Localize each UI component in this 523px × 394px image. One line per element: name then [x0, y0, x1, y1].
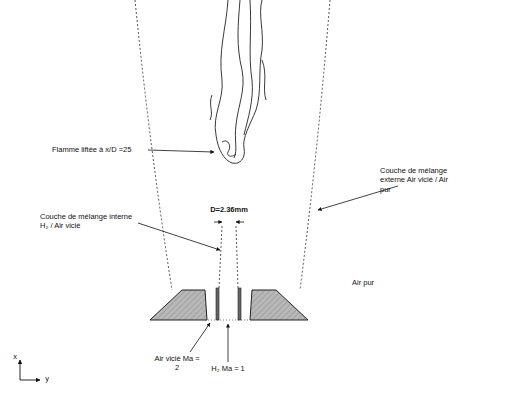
axes [20, 360, 40, 380]
outer-layer-label: Couche de mélange externe Air vicié / Ai… [380, 166, 460, 194]
dimension-arrow [214, 222, 222, 223]
dimension-arrow [236, 222, 244, 223]
flame [210, 0, 266, 163]
axis-label: x [10, 352, 20, 361]
outer-boundary [300, 0, 330, 290]
inner-layer-label: Couche de mélange interne H₂ / Air vicié [40, 212, 136, 231]
inlet-label: H₂ Ma = 1 [208, 364, 248, 373]
dimension-label: D=2.36mm [206, 205, 252, 214]
nozzle [150, 288, 308, 320]
flame-label: Flamme liftée à x/D =25 [52, 145, 146, 154]
region-label: Air pur [352, 278, 402, 287]
inlet-label: Air vicié Ma = 2 [152, 354, 202, 373]
outer-boundary [135, 0, 172, 290]
inner-boundary [236, 226, 238, 288]
inner-boundary [219, 226, 222, 288]
leader-line [138, 150, 398, 362]
axis-label: y [42, 374, 52, 383]
